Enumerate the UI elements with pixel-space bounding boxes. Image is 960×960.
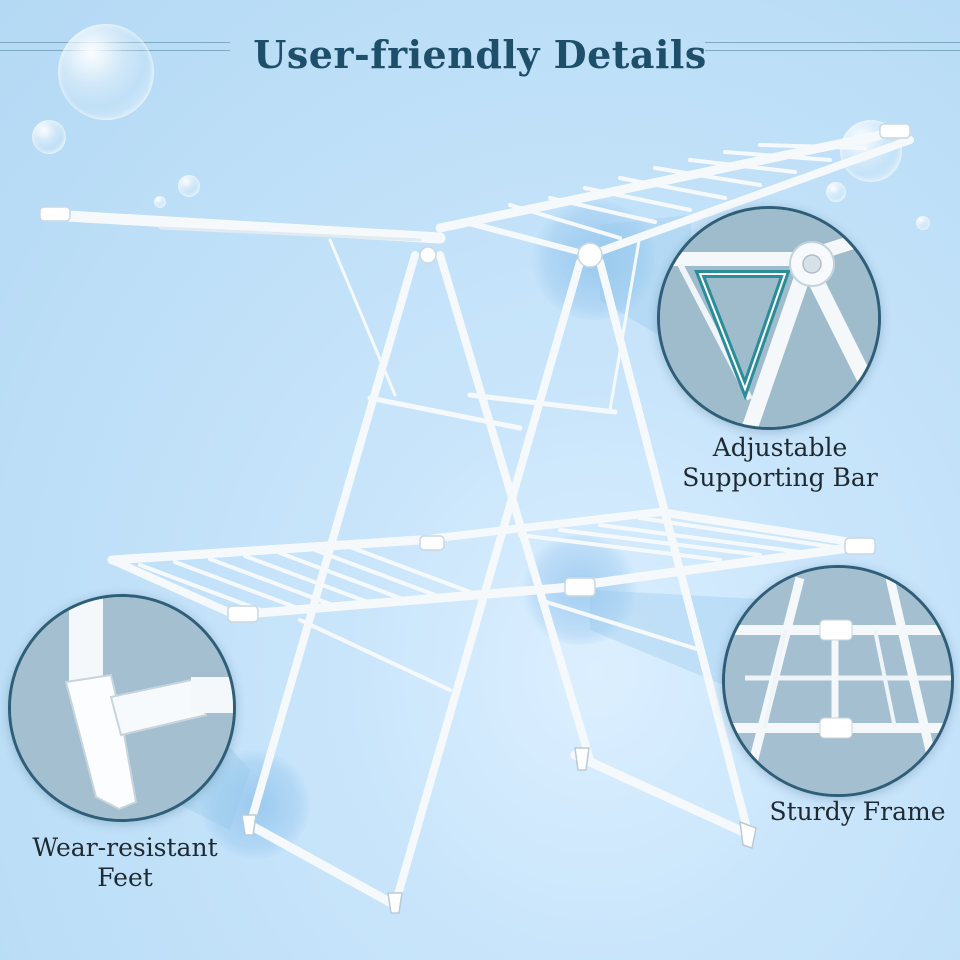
title-rule-right-2 — [705, 50, 960, 51]
bubble-right-small — [826, 182, 846, 202]
page-title: User-friendly Details — [253, 32, 707, 77]
detail-sturdy-frame — [722, 565, 954, 797]
bubble-small-2 — [178, 175, 200, 197]
header: User-friendly Details — [0, 28, 960, 88]
foot-cap-icon — [11, 597, 233, 819]
detail-wear-resistant-feet — [8, 594, 236, 822]
caption-sturdy-label: Sturdy Frame — [769, 797, 946, 826]
bubble-large — [58, 24, 154, 120]
hinge-triangle-icon — [660, 209, 878, 427]
caption-feet-line1: Wear-resistant — [32, 833, 218, 862]
caption-adjustable-line2: Supporting Bar — [682, 463, 878, 492]
caption-adjustable-line1: Adjustable — [712, 433, 848, 462]
bubble-small-3 — [154, 196, 166, 208]
detail-adjustable-bar — [657, 206, 881, 430]
title-rule-right — [705, 42, 960, 43]
caption-adjustable-bar: Adjustable Supporting Bar — [660, 433, 900, 493]
caption-feet-line2: Feet — [97, 863, 153, 892]
bubble-small-1 — [32, 120, 66, 154]
caption-sturdy-frame: Sturdy Frame — [750, 797, 960, 827]
frame-joint-icon — [725, 568, 951, 794]
bubble-right-tiny — [916, 216, 930, 230]
caption-wear-resistant-feet: Wear-resistant Feet — [10, 833, 240, 893]
